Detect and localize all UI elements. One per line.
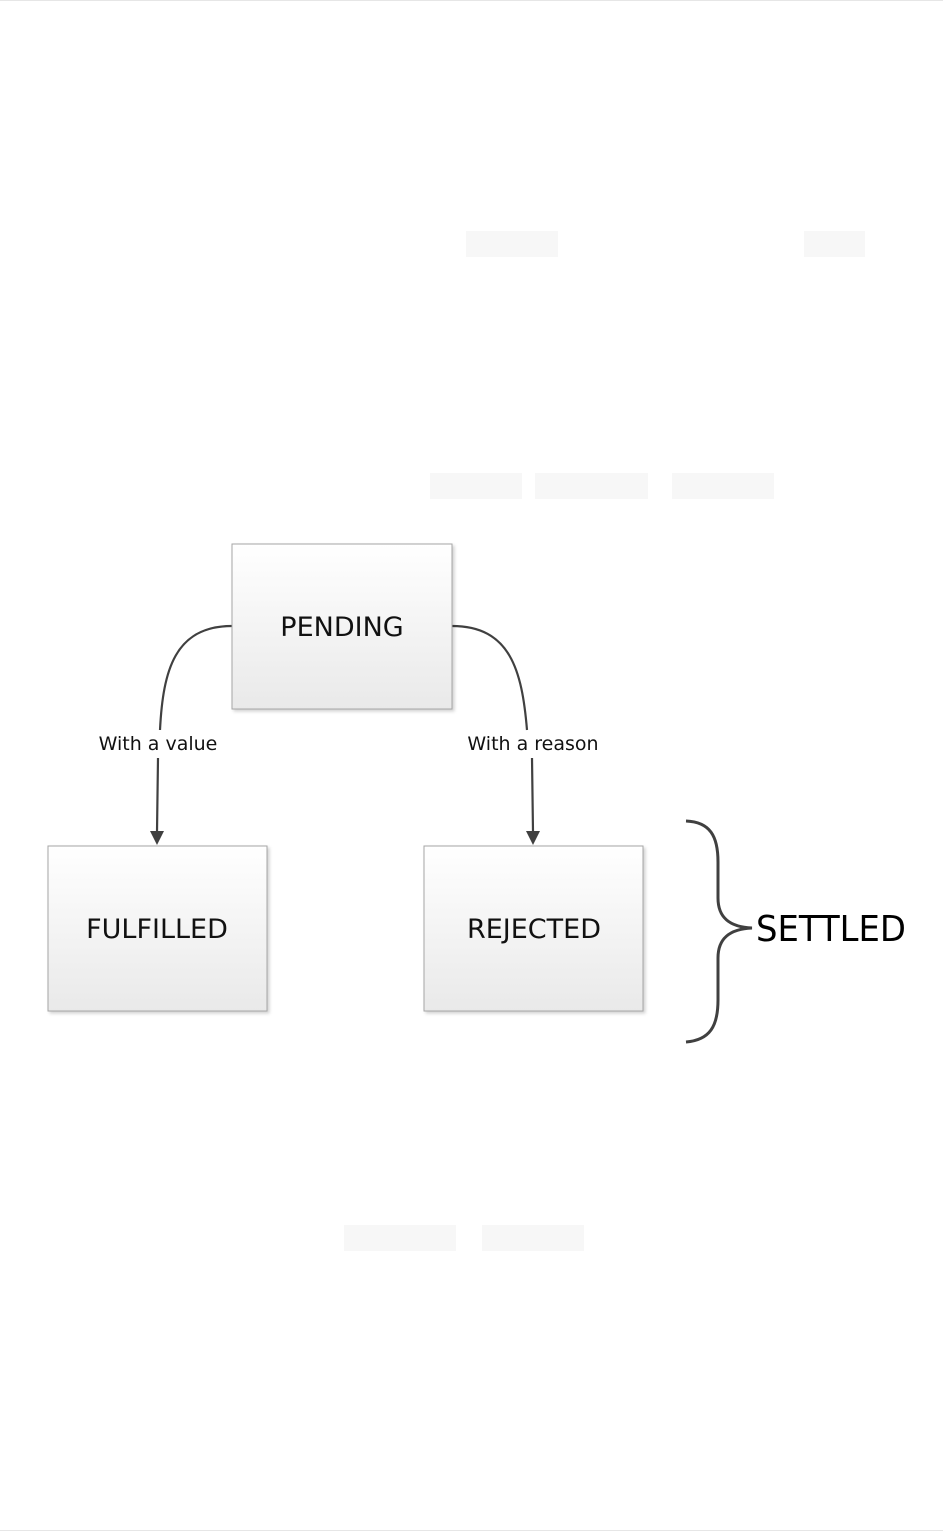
node-pending-label: PENDING xyxy=(280,612,403,643)
edge-label-with-a-reason: With a reason xyxy=(467,733,598,755)
edge-label-with-a-value: With a value xyxy=(99,733,218,755)
faint-bar-1 xyxy=(466,231,558,257)
arrow-fulfilled-head xyxy=(150,831,164,845)
node-fulfilled-label: FULFILLED xyxy=(86,914,228,945)
faint-bar-4 xyxy=(535,473,648,499)
faint-bar-2 xyxy=(804,231,865,257)
faint-bar-3 xyxy=(430,473,522,499)
faint-bar-7 xyxy=(482,1225,584,1251)
faint-bar-6 xyxy=(344,1225,456,1251)
settled-label: SETTLED xyxy=(756,909,906,950)
bottom-page-rule xyxy=(0,1530,943,1531)
connector-pending-to-rejected xyxy=(451,624,535,833)
node-rejected-label: REJECTED xyxy=(467,914,601,945)
connector-pending-to-fulfilled xyxy=(155,624,233,833)
top-page-rule xyxy=(0,0,943,1)
arrow-rejected-head xyxy=(526,831,540,845)
faint-bar-5 xyxy=(672,473,774,499)
node-pending: PENDING xyxy=(231,543,453,710)
node-fulfilled: FULFILLED xyxy=(47,845,268,1012)
node-rejected: REJECTED xyxy=(423,845,644,1012)
settled-brace xyxy=(685,819,753,1044)
